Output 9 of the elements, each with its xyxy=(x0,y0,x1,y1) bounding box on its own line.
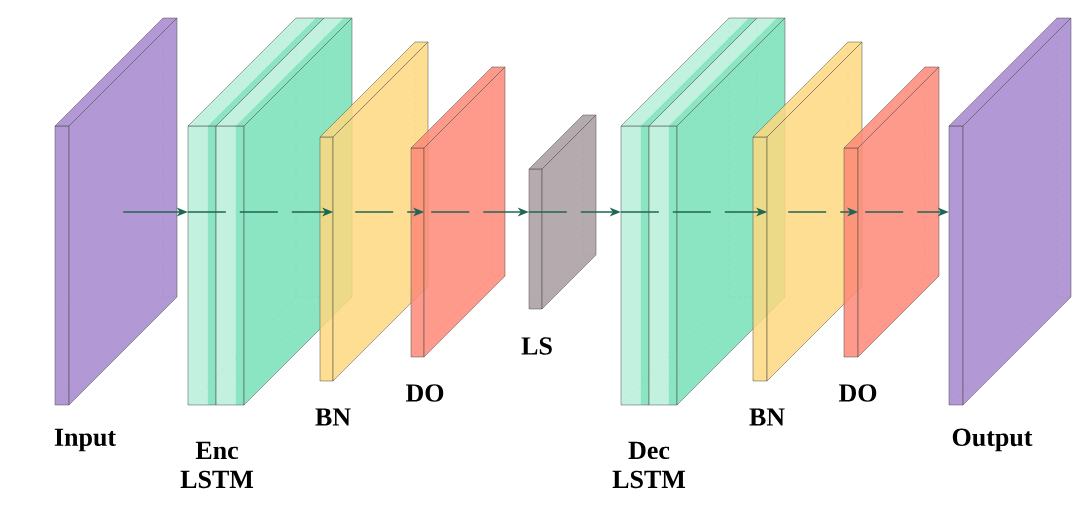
layer-label: BN xyxy=(749,408,785,426)
layer-label: Output xyxy=(952,428,1033,452)
layer-label: DO xyxy=(405,384,444,402)
layer-label: Input xyxy=(54,428,116,452)
layer-label: Enc LSTM xyxy=(180,441,254,489)
layer-label: Dec LSTM xyxy=(612,441,686,489)
layer-label: BN xyxy=(315,408,351,426)
layer-label: LS xyxy=(521,337,552,355)
layer-label: DO xyxy=(838,384,877,402)
